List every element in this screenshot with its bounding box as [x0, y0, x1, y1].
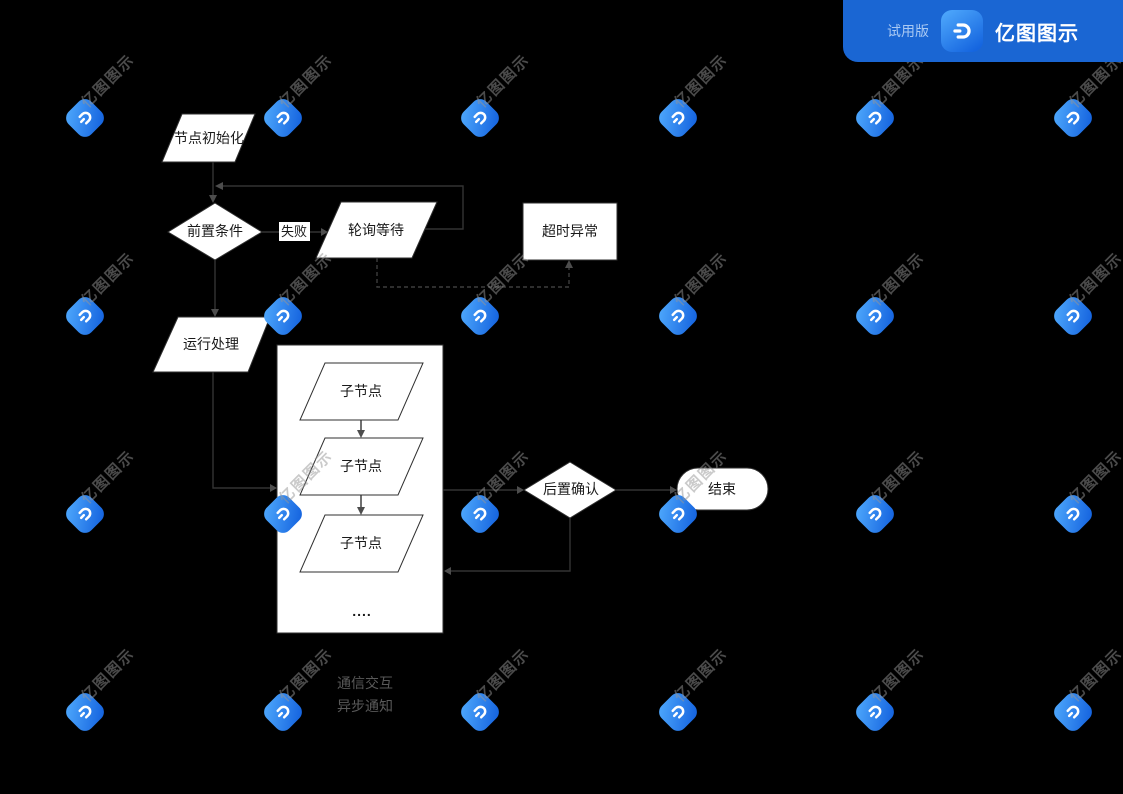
node-child2-shape[interactable] — [299, 437, 424, 496]
node-timeout-shape[interactable] — [522, 202, 618, 261]
node-child3-label: 子节点 — [340, 535, 382, 551]
node-init-label: 节点初始化 — [174, 130, 244, 146]
node-timeout-label: 超时异常 — [542, 223, 598, 239]
edge-label-fail: 失败 — [281, 224, 307, 239]
edge-poll-timeout-dashed[interactable] — [376, 258, 570, 288]
node-poll-label: 轮询等待 — [348, 222, 404, 238]
edraw-logo-icon — [941, 10, 983, 52]
arrowhead-left-icon — [215, 182, 223, 190]
edge-postconfirm-loopback[interactable] — [451, 518, 571, 572]
arrowhead-up-icon — [565, 260, 573, 268]
legend-line1: 通信交互 — [337, 675, 393, 691]
arrowhead-left-icon — [444, 567, 451, 575]
edge-run-container[interactable] — [212, 372, 270, 489]
arrowhead-right-icon — [517, 486, 524, 494]
arrowhead-down-icon — [209, 195, 217, 203]
node-postconfirm-label: 后置确认 — [543, 481, 599, 497]
arrowhead-down-icon — [357, 430, 365, 438]
node-postconfirm-shape[interactable] — [523, 461, 617, 519]
node-end-label: 结束 — [708, 481, 736, 497]
container-ellipsis: .... — [352, 603, 372, 619]
node-child2-label: 子节点 — [340, 458, 382, 474]
node-run-label: 运行处理 — [183, 336, 239, 352]
arrowhead-right-icon — [321, 228, 328, 236]
edge-poll-loopback[interactable] — [223, 185, 464, 230]
node-init-shape[interactable] — [161, 113, 256, 163]
arrowhead-right-icon — [670, 486, 677, 494]
brand-name: 亿图图示 — [995, 22, 1079, 45]
trial-banner: 试用版 亿图图示 — [843, 0, 1123, 62]
node-precond-label: 前置条件 — [187, 223, 243, 239]
node-child1-label: 子节点 — [340, 383, 382, 399]
trial-version-label: 试用版 — [887, 23, 929, 39]
node-poll-shape[interactable] — [315, 201, 438, 259]
edraw-d-glyph-icon — [953, 23, 971, 39]
edge-label-fail-bg — [279, 222, 310, 241]
node-run-shape[interactable] — [152, 316, 271, 373]
arrowhead-down-icon — [211, 309, 219, 317]
legend-line2: 异步通知 — [337, 698, 393, 714]
node-child1-shape[interactable] — [299, 362, 424, 421]
arrowhead-down-icon — [357, 507, 365, 515]
arrowhead-right-icon — [270, 484, 277, 492]
node-child3-shape[interactable] — [299, 514, 424, 573]
node-precond-shape[interactable] — [167, 202, 263, 261]
